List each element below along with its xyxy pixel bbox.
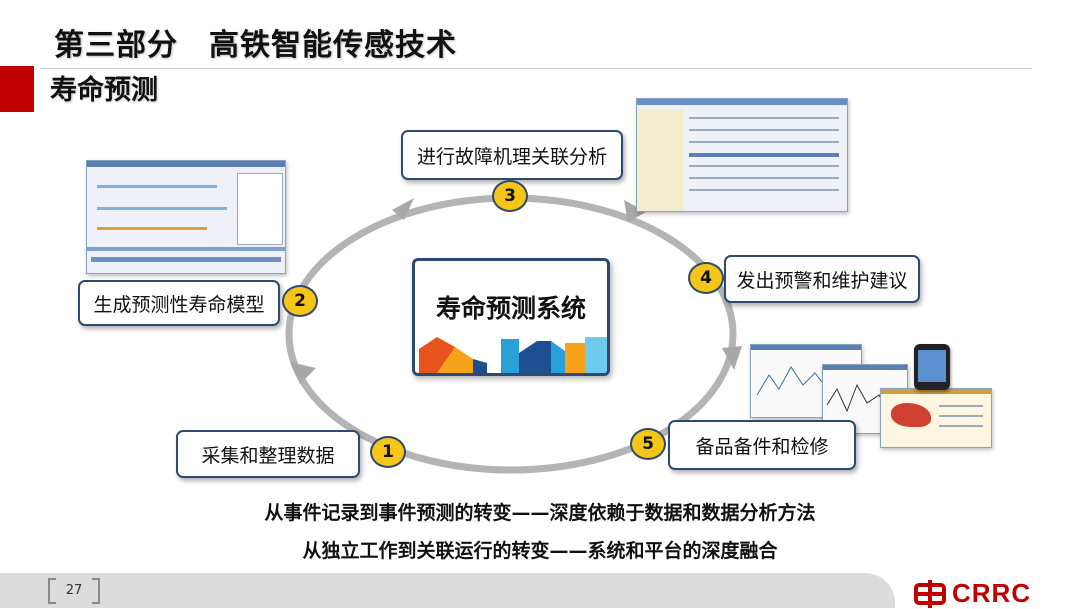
step-label-5: 备品备件和检修: [695, 435, 829, 458]
step-box-warning-advice: 发出预警和维护建议: [724, 255, 920, 303]
summary-line-1: 从事件记录到事件预测的转变——深度依赖于数据和数据分析方法: [264, 502, 816, 524]
center-system-box: 寿命预测系统: [412, 258, 610, 376]
cycle-arrow-top-left: [392, 198, 414, 220]
crrc-logo: CRRC: [914, 578, 1031, 609]
step-label-3: 进行故障机理关联分析: [416, 145, 607, 168]
step-label-2: 生成预测性寿命模型: [93, 293, 265, 316]
section-subtitle: 寿命预测: [50, 75, 158, 106]
step-badge-3: 3: [492, 180, 528, 212]
smartphone-image: [914, 344, 950, 390]
step-box-generate-model: 生成预测性寿命模型: [78, 280, 280, 326]
page-number-text: 27: [65, 582, 83, 598]
slide-title: 第三部分 高铁智能传感技术: [54, 28, 457, 63]
step-badge-5: 5: [630, 428, 666, 460]
cycle-arrow-right: [722, 346, 742, 370]
fault-analysis-screenshot: [636, 98, 848, 212]
page-number: 27: [48, 578, 100, 604]
step-box-spare-parts: 备品备件和检修: [668, 420, 856, 470]
step-label-1: 采集和整理数据: [201, 444, 335, 467]
step-box-fault-analysis: 进行故障机理关联分析: [401, 130, 623, 180]
red-accent-bar: [0, 66, 34, 112]
step-badge-1: 1: [370, 436, 406, 468]
step-badge-2: 2: [282, 285, 318, 317]
center-system-title: 寿命预测系统: [435, 294, 586, 323]
crrc-emblem-icon: [914, 579, 946, 608]
decorative-color-blocks: [419, 337, 607, 373]
crrc-logo-text: CRRC: [952, 578, 1032, 608]
monitoring-screenshot-3: [880, 388, 992, 448]
cycle-arrow-left: [290, 362, 316, 384]
footer-bar: [0, 573, 895, 608]
step-badge-4: 4: [688, 262, 724, 294]
step-box-collect-data: 采集和整理数据: [176, 430, 360, 478]
cycle-arrow-top-right: [624, 200, 646, 222]
summary-line-2: 从独立工作到关联运行的转变——系统和平台的深度融合: [302, 540, 778, 562]
model-software-screenshot: [86, 160, 286, 274]
step-label-4: 发出预警和维护建议: [736, 269, 908, 292]
title-divider: [40, 68, 1032, 69]
